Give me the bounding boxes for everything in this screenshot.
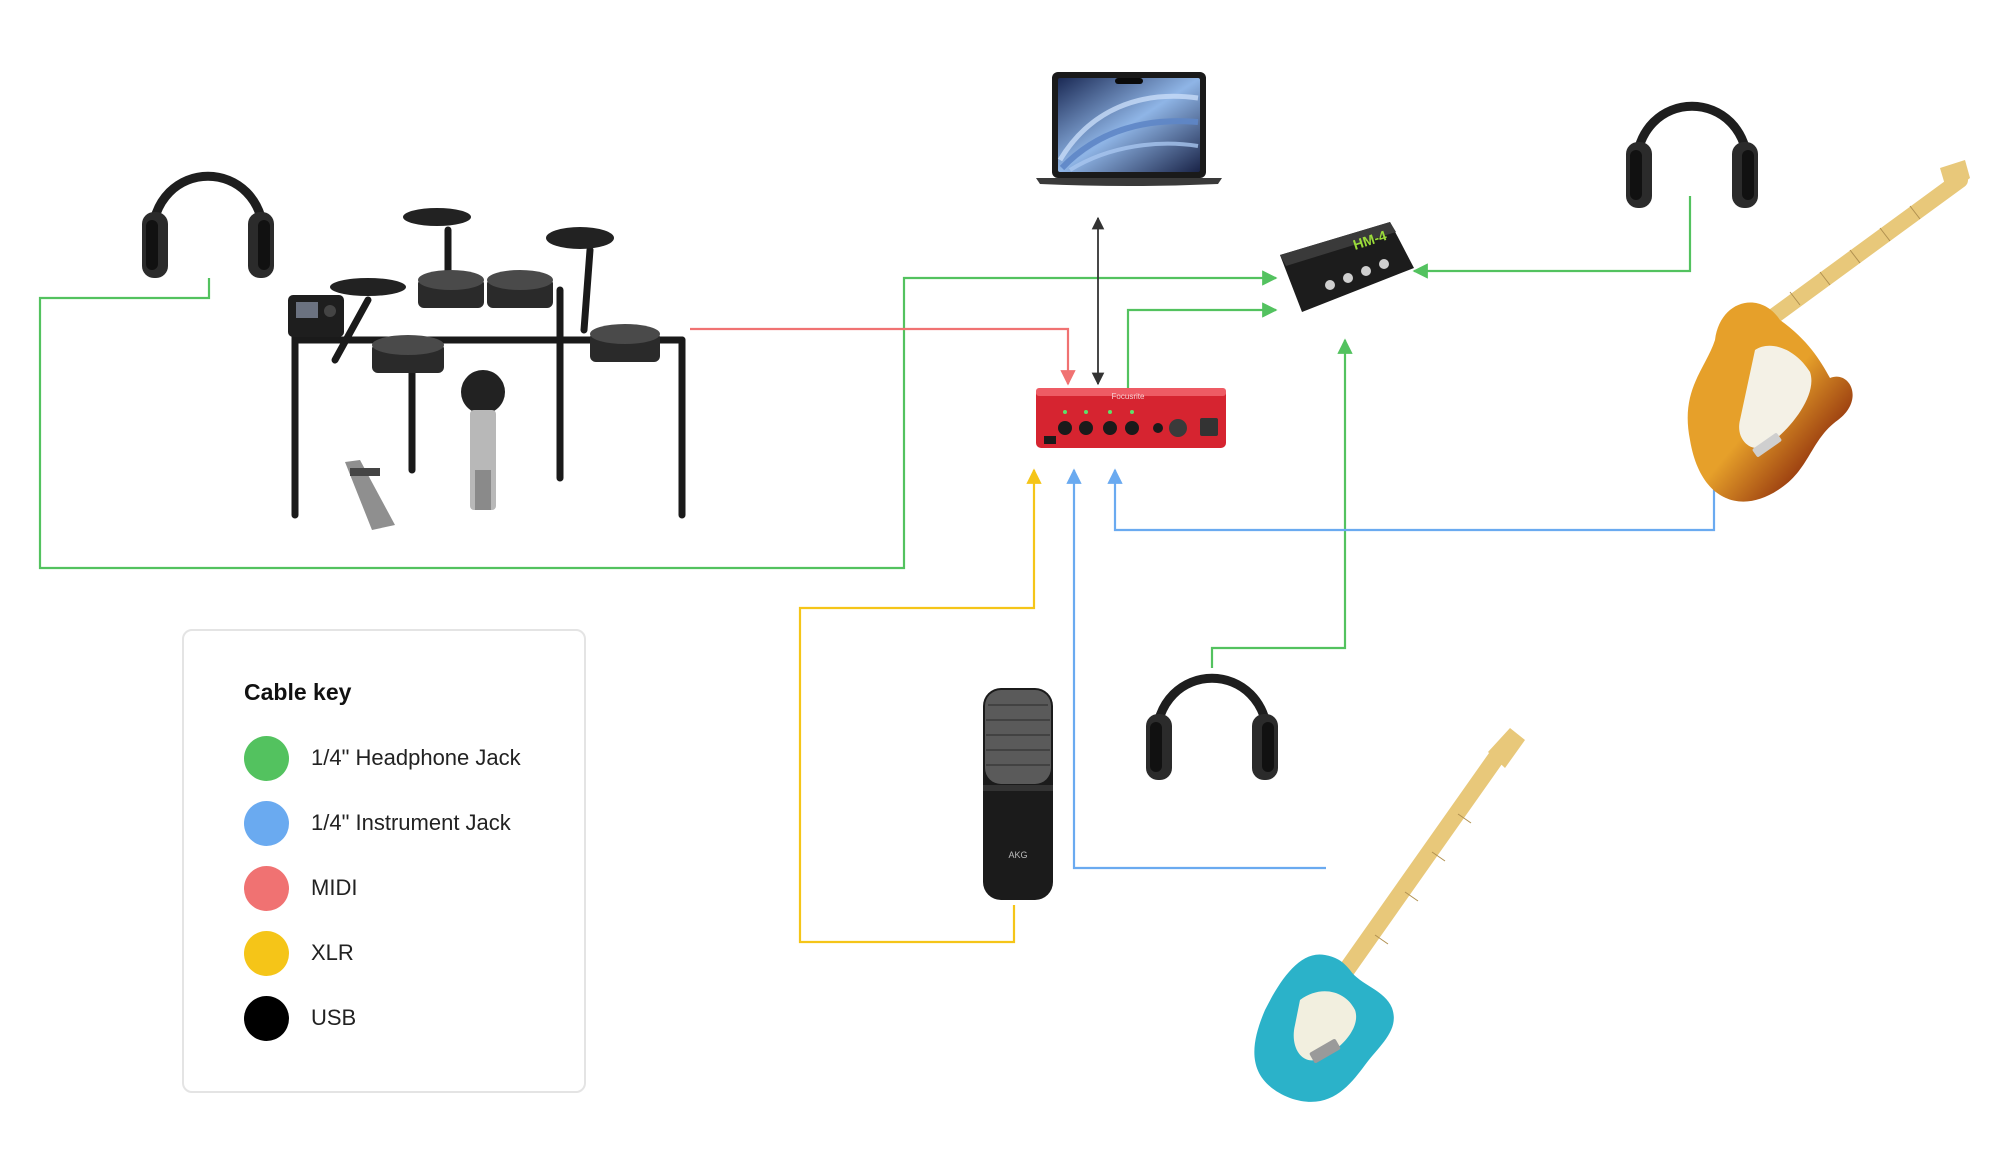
floor-tom-pad [590, 324, 660, 362]
cable-key-title: Cable key [244, 679, 352, 705]
tom-pad-2 [487, 270, 553, 308]
legend-item-midi: MIDI [244, 865, 357, 911]
hihat-pedal [345, 460, 395, 530]
legend-label: XLR [311, 940, 354, 965]
cable-bass-to-interface [1066, 468, 1326, 870]
interface-brand: Focusrite [1112, 392, 1145, 401]
legend-label: 1/4" Headphone Jack [311, 745, 521, 770]
legend-swatch [244, 930, 289, 976]
cable-midi-drums-to-interface [690, 327, 1076, 386]
tom-pad-1 [418, 270, 484, 308]
legend-item-xlr: XLR [244, 930, 354, 976]
cable-drum-headphones-to-amp [38, 270, 1278, 570]
hihat-cymbal [330, 278, 406, 296]
ride-cymbal [546, 227, 614, 249]
drum-module [288, 295, 344, 337]
crash-cymbal [403, 208, 471, 226]
laptop [1036, 72, 1222, 186]
legend-swatch [244, 735, 289, 781]
legend-swatch [244, 800, 289, 846]
kick-pad [461, 370, 505, 510]
condenser-microphone: AKG [983, 688, 1053, 900]
cable-interface-to-amp [1126, 302, 1278, 392]
electric-guitar [1687, 160, 1970, 502]
audio-interface: Focusrite [1036, 388, 1226, 448]
headphones-bass [1146, 673, 1278, 780]
legend-label: USB [311, 1005, 357, 1030]
cable-bottom-headphones-to-amp [1210, 338, 1353, 668]
headphones-drums [142, 171, 274, 278]
cable-top-headphones-to-amp [1412, 196, 1692, 279]
legend-item-instrument-jack: 1/4" Instrument Jack [244, 800, 511, 846]
legend-swatch [244, 865, 289, 911]
cable-key-legend: Cable key 1/4" Headphone Jack 1/4" Instr… [182, 629, 586, 1093]
legend-swatch [244, 995, 289, 1041]
snare-pad [372, 335, 444, 373]
cable-guitar-to-interface [1107, 468, 1716, 532]
cables [38, 196, 1716, 944]
legend-item-usb: USB [244, 995, 356, 1041]
bass-guitar [1254, 728, 1525, 1102]
legend-label: MIDI [311, 875, 358, 900]
headphones-guitar [1626, 101, 1758, 208]
legend-item-headphone-jack: 1/4" Headphone Jack [244, 735, 521, 781]
mic-brand: AKG [1008, 850, 1027, 860]
electronic-drum-kit [288, 208, 686, 530]
cable-xlr-mic-to-interface [798, 468, 1042, 944]
legend-label: 1/4" Instrument Jack [311, 810, 511, 835]
headphone-amp: HM-4 [1280, 222, 1414, 312]
